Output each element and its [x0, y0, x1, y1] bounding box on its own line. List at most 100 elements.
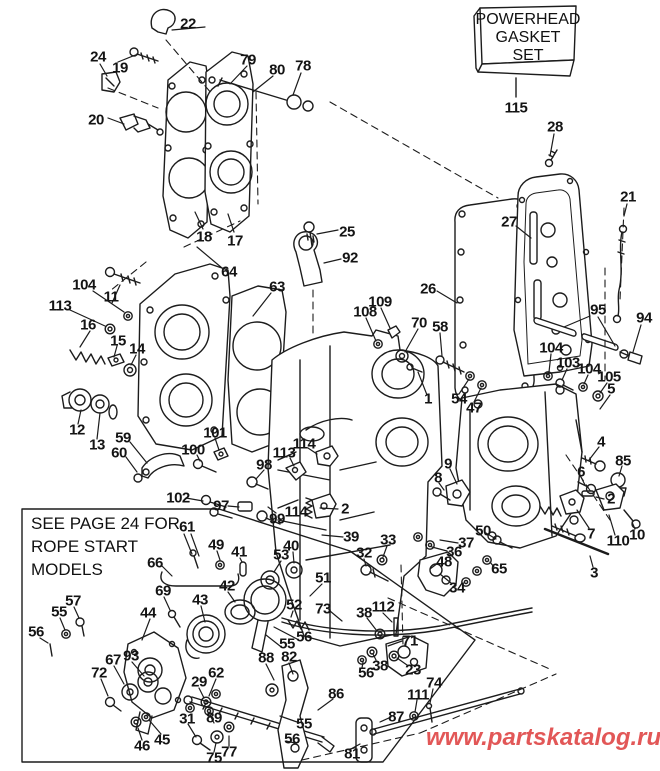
part-number-callout: 86 — [328, 685, 344, 703]
part-number-callout: 3 — [590, 564, 598, 582]
note-line1: SEE PAGE 24 FOR — [31, 514, 180, 533]
part-number-callout: 1 — [424, 390, 432, 408]
part-number-callout: 23 — [405, 661, 421, 679]
part-number-callout: 40 — [283, 537, 299, 555]
part-number-callout: 51 — [315, 569, 331, 587]
cylinder-block-shape — [267, 329, 443, 647]
part-number-callout: 41 — [231, 543, 247, 561]
small-parts-right — [373, 149, 643, 556]
part-number-callout: 104 — [577, 360, 601, 378]
part-number-callout: 43 — [192, 591, 208, 609]
part-number-callout: 88 — [258, 649, 274, 667]
part-number-callout: 67 — [105, 651, 121, 669]
part-number-callout: 46 — [134, 737, 150, 755]
needle-79-80-78-shape — [217, 77, 314, 112]
part-number-callout: 99 — [269, 510, 285, 528]
part-number-callout: 111 — [407, 686, 429, 704]
part-number-callout: 5 — [607, 380, 615, 398]
part-number-callout: 16 — [80, 316, 96, 334]
part-number-callout: 102 — [166, 489, 190, 507]
part-number-callout: 26 — [420, 280, 436, 298]
part-number-callout: 114 — [284, 503, 308, 521]
part-number-callout: 18 — [196, 228, 212, 246]
gasket-set-box-shape — [473, 5, 577, 98]
part-number-callout: 55 — [51, 603, 67, 621]
part-number-callout: 65 — [491, 560, 507, 578]
part-number-callout: 110 — [606, 532, 630, 550]
part-number-callout: 56 — [296, 628, 312, 646]
part-number-callout: 10 — [629, 526, 645, 544]
dashed-lines — [107, 39, 625, 761]
part-number-callout: 33 — [380, 531, 396, 549]
watermark-link[interactable]: www.partskatalog.ru — [426, 724, 660, 751]
part-number-callout: 47 — [466, 399, 482, 417]
part-number-callout: 8 — [434, 469, 442, 487]
part-number-callout: 108 — [353, 303, 377, 321]
part-number-callout: 12 — [69, 421, 85, 439]
note-line3: MODELS — [31, 560, 103, 579]
part-number-callout: 25 — [339, 223, 355, 241]
part-number-callout: 87 — [388, 708, 404, 726]
part-number-callout: 97 — [213, 497, 229, 515]
part-number-callout: 61 — [179, 518, 195, 536]
part-number-callout: 72 — [91, 664, 107, 682]
part-number-callout: 56 — [358, 664, 374, 682]
part-number-callout: 73 — [315, 600, 331, 618]
part-number-callout: 94 — [636, 309, 652, 327]
part-number-callout: 14 — [129, 340, 145, 358]
leader-lines — [39, 26, 642, 753]
part-number-callout: 75 — [206, 749, 222, 767]
rope-start-note: SEE PAGE 24 FOR ROPE START MODELS — [31, 512, 180, 581]
part-number-callout: 2 — [341, 500, 349, 518]
part-number-callout: 103 — [556, 354, 580, 372]
part-number-callout: 39 — [343, 528, 359, 546]
part-number-callout: 54 — [451, 390, 467, 408]
part-number-callout: 37 — [458, 534, 474, 552]
part-number-callout: 19 — [112, 59, 128, 77]
grommet-24-shape — [101, 71, 121, 93]
part-number-callout: 4 — [597, 433, 605, 451]
part-number-callout: 56 — [28, 623, 44, 641]
part-number-callout: 101 — [203, 424, 227, 442]
gasket-set-box-label: POWERHEAD GASKET SET — [467, 11, 589, 65]
part-number-callout: 6 — [577, 463, 585, 481]
thermostat-parts-shape — [61, 266, 229, 483]
part-number-callout: 70 — [411, 314, 427, 332]
part-number-callout: 11 — [103, 288, 119, 306]
bracket-92-shape — [293, 221, 323, 287]
part-number-callout: 22 — [180, 15, 196, 33]
part-number-callout: 15 — [110, 332, 126, 350]
part-number-callout: 115 — [504, 99, 528, 117]
gasket-box-line2: GASKET — [495, 29, 561, 46]
note-box-border — [21, 508, 476, 763]
part-number-callout: 81 — [344, 745, 360, 763]
part-number-callout: 52 — [286, 596, 302, 614]
part-number-callout: 92 — [342, 249, 358, 267]
part-number-callout: 32 — [356, 544, 372, 562]
spark-plug-20-shape — [119, 113, 164, 136]
part-number-callout: 27 — [501, 213, 517, 231]
part-number-callout: 31 — [179, 710, 195, 728]
part-number-callout: 38 — [372, 657, 388, 675]
part-number-callout: 113 — [272, 444, 296, 462]
part-number-callout: 36 — [446, 543, 462, 561]
crankcase-cover-shape — [513, 173, 593, 377]
part-number-callout: 56 — [284, 730, 300, 748]
part-number-callout: 95 — [590, 301, 606, 319]
part-number-callout: 69 — [155, 582, 171, 600]
part-number-callout: 66 — [147, 554, 163, 572]
part-number-callout: 63 — [269, 278, 285, 296]
part-number-callout: 64 — [221, 263, 237, 281]
part-number-callout: 80 — [269, 61, 285, 79]
part-number-callout: 79 — [240, 51, 256, 69]
part-number-callout: 78 — [295, 57, 311, 75]
note-line2: ROPE START — [31, 537, 139, 556]
part-number-callout: 112 — [371, 598, 395, 616]
part-number-callout: 44 — [140, 604, 156, 622]
part-number-callout: 105 — [597, 368, 621, 386]
gasket-box-line1: POWERHEAD — [475, 11, 581, 28]
part-number-callout: 113 — [48, 297, 72, 315]
part-number-callout: 50 — [475, 522, 491, 540]
